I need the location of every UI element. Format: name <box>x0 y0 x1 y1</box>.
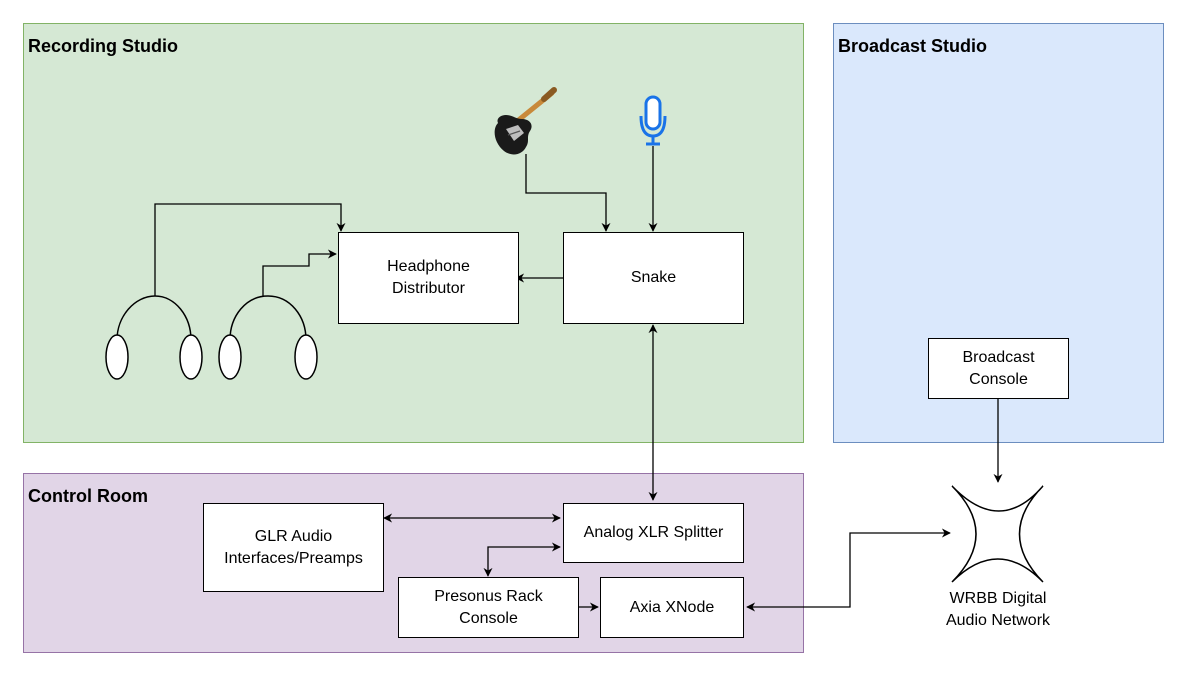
presonus-rack-console-box[interactable]: Presonus Rack Console <box>398 577 579 638</box>
axia-network-wire <box>746 528 951 612</box>
guitar-icon <box>494 87 557 155</box>
axia-xnode-box[interactable]: Axia XNode <box>600 577 744 638</box>
headphone1-wire <box>154 203 346 296</box>
glr-audio-line2: Interfaces/Preamps <box>224 549 363 567</box>
network-label-line2: Audio Network <box>945 612 1051 629</box>
headphone2-wire <box>262 249 337 296</box>
snake-label: Snake <box>630 269 677 286</box>
broadcast-console-box[interactable]: Broadcast Console <box>928 338 1069 399</box>
headphones-icon <box>218 295 318 380</box>
control-room-title: Control Room <box>28 486 148 506</box>
analog-xlr-splitter-box[interactable]: Analog XLR Splitter <box>563 503 744 563</box>
snake-box[interactable]: Snake <box>563 232 744 324</box>
axia-label: Axia XNode <box>629 598 715 616</box>
presonus-line2: Console <box>459 609 518 627</box>
headphone-distributor-box[interactable]: Headphone Distributor <box>338 232 519 324</box>
headphone-distributor-line2: Distributor <box>392 280 465 297</box>
broadcast-console-line1: Broadcast <box>962 348 1035 366</box>
broadcast-studio-title: Broadcast Studio <box>838 36 988 56</box>
recording-studio-title: Recording Studio <box>28 36 178 56</box>
glr-audio-line1: GLR Audio <box>254 527 333 545</box>
glr-audio-box[interactable]: GLR Audio Interfaces/Preamps <box>203 503 384 592</box>
network-star-icon <box>951 485 1044 583</box>
splitter-label: Analog XLR Splitter <box>583 524 724 541</box>
guitar-to-snake-wire <box>525 154 611 232</box>
presonus-splitter-wire <box>483 542 561 577</box>
headphones-icon <box>105 295 203 380</box>
network-label: WRBB Digital Audio Network <box>918 588 1078 632</box>
headphone-distributor-line1: Headphone <box>387 258 470 275</box>
network-label-line1: WRBB Digital <box>949 590 1047 607</box>
microphone-icon <box>639 95 667 146</box>
broadcast-console-line2: Console <box>969 370 1028 388</box>
presonus-line1: Presonus Rack <box>434 587 543 605</box>
